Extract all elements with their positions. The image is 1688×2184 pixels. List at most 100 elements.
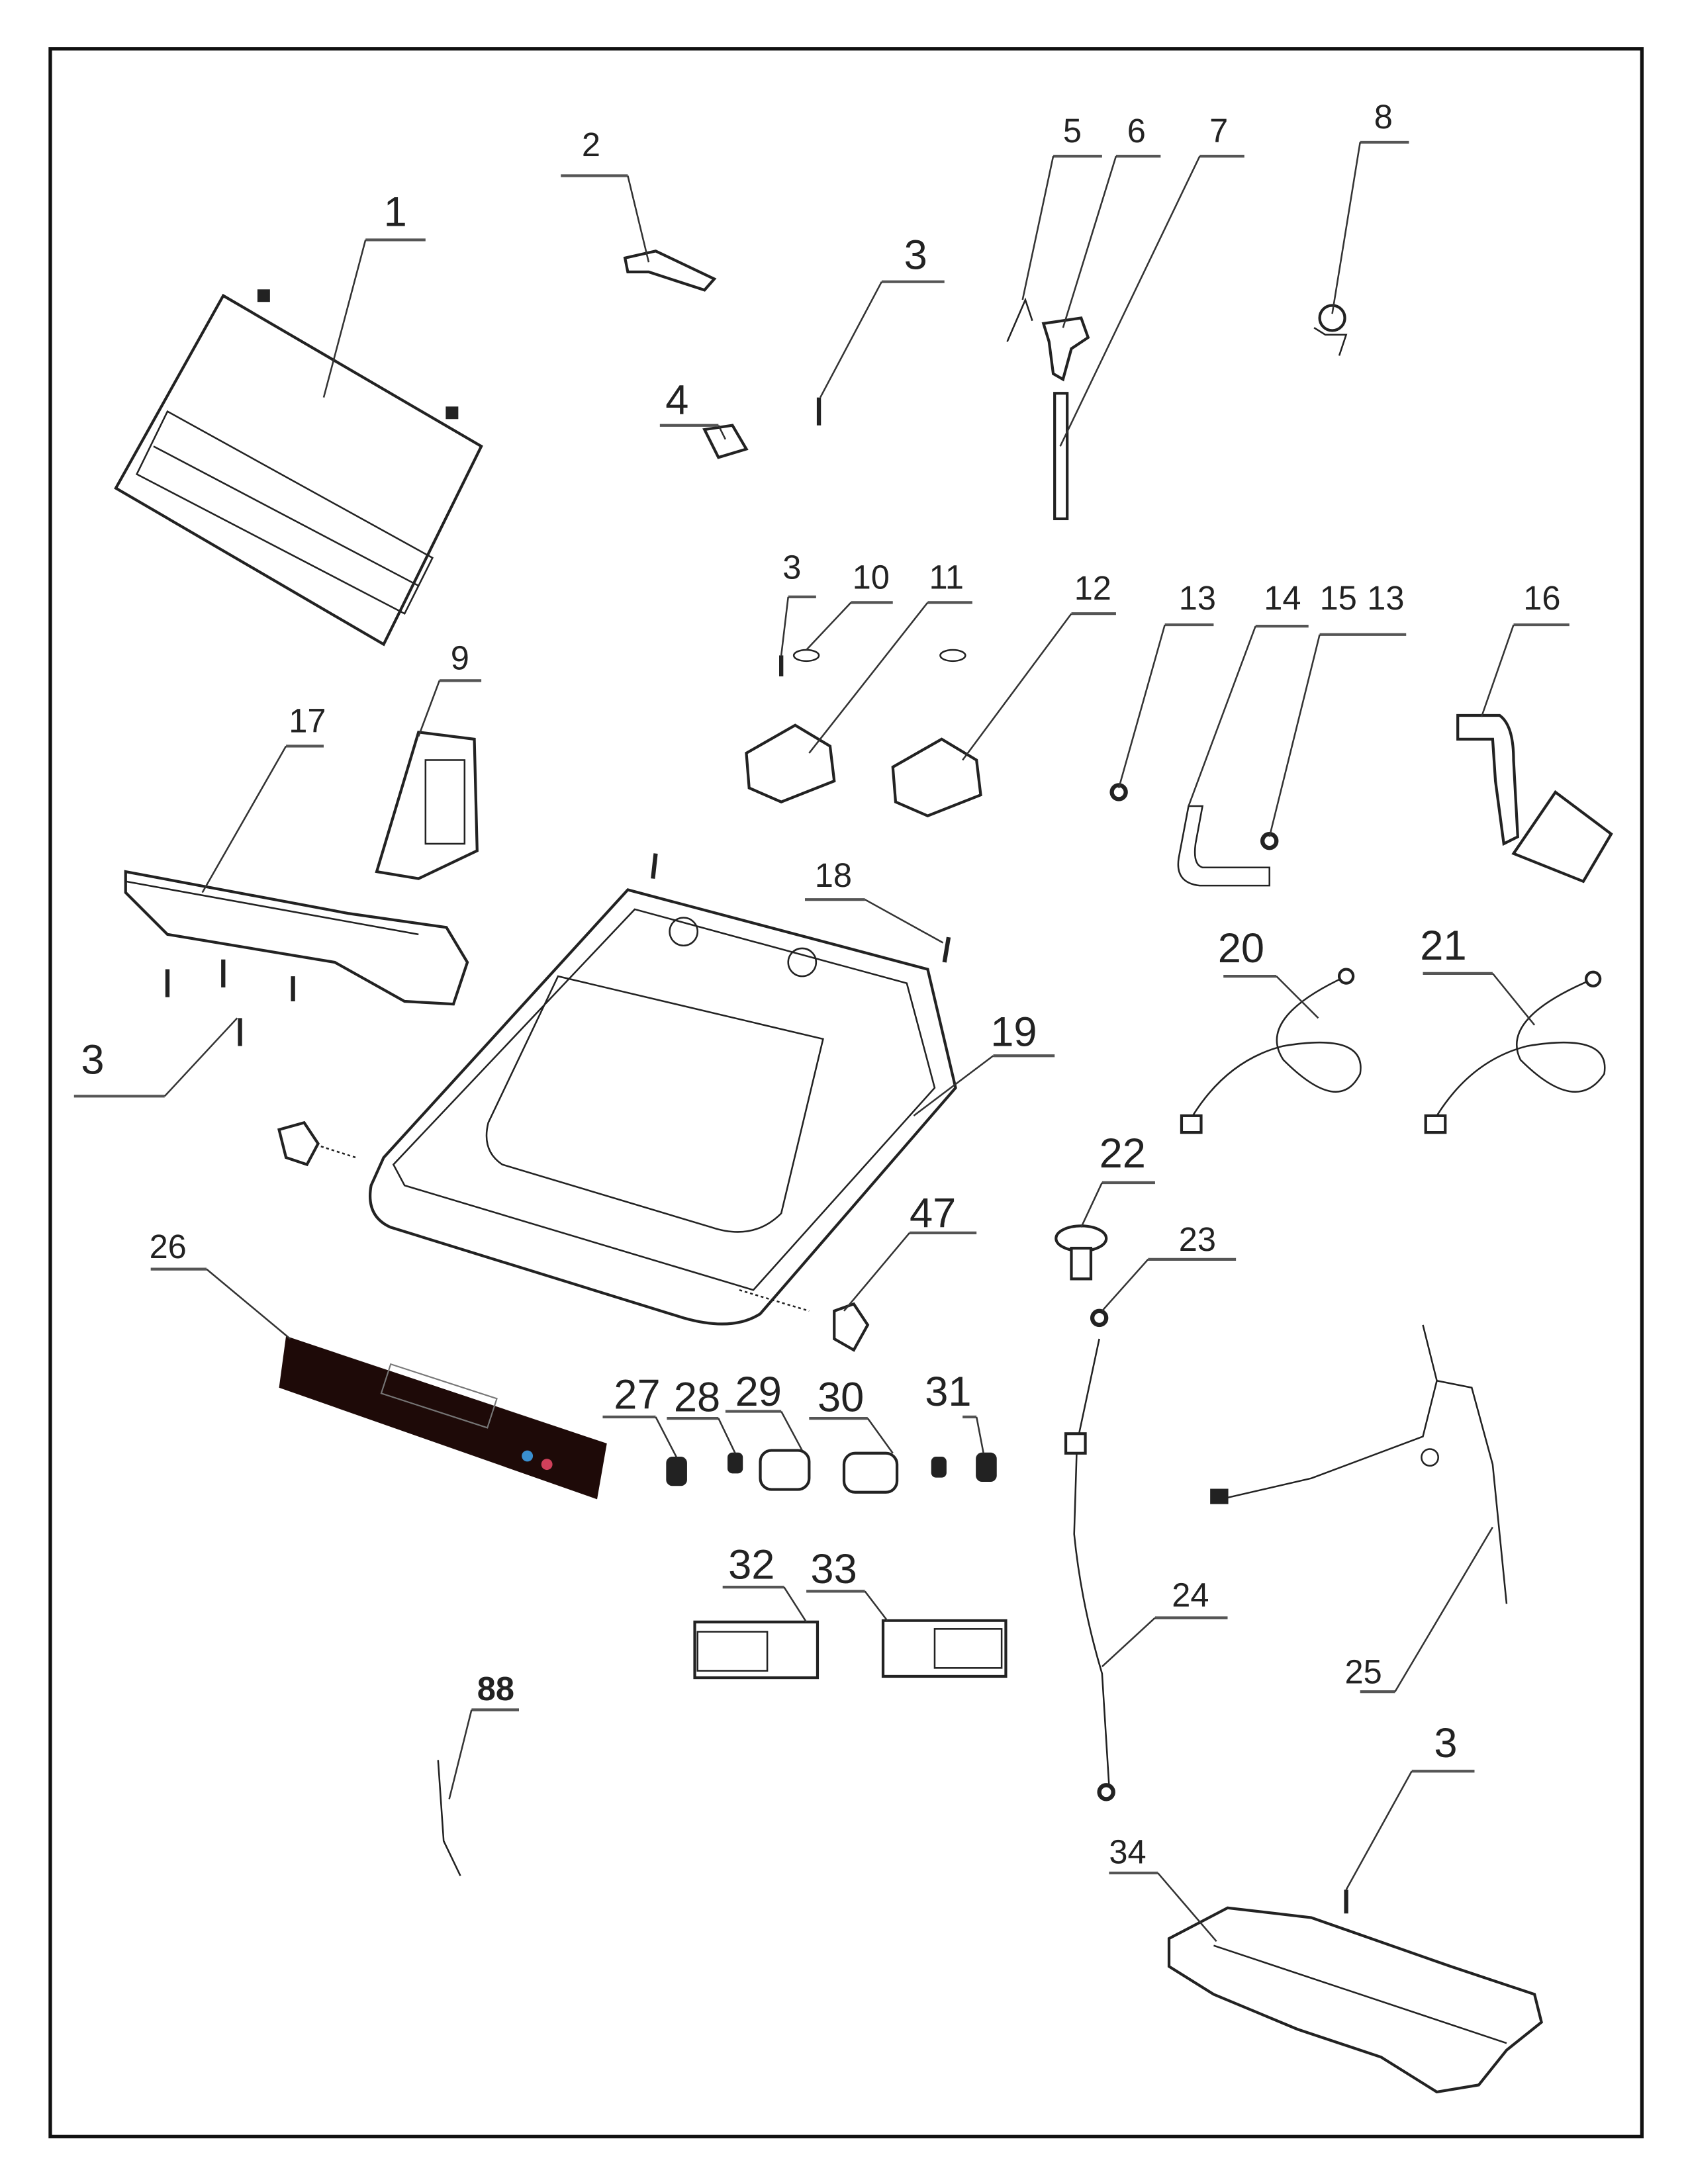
svg-text:18: 18 [815, 856, 852, 894]
callout-27: 27 [602, 1371, 678, 1458]
callout-16: 16 [1480, 579, 1570, 717]
part-2-switch [623, 250, 717, 292]
part-27-31-knob-assembly [666, 1449, 997, 1494]
svg-text:22: 22 [1100, 1130, 1146, 1177]
part-25-wire-harness [1210, 1324, 1508, 1604]
callout-28: 28 [667, 1375, 736, 1454]
callout-5: 5 [1021, 112, 1102, 300]
svg-text:17: 17 [289, 702, 326, 739]
part-34-base-plate [1167, 1906, 1544, 2094]
svg-text:3: 3 [782, 549, 801, 586]
callout-2: 2 [561, 126, 650, 263]
callout-24: 24 [1101, 1576, 1228, 1668]
svg-text:3: 3 [1434, 1720, 1457, 1766]
svg-text:16: 16 [1523, 579, 1560, 617]
part-17-control-board [124, 870, 469, 1006]
svg-text:13: 13 [1179, 579, 1216, 617]
callout-6: 6 [1062, 112, 1161, 328]
callout-88: 88 [448, 1670, 520, 1799]
callout-3-left: 3 [73, 1017, 238, 1098]
svg-text:12: 12 [1074, 569, 1111, 607]
part-24-air-tube [1064, 1338, 1115, 1801]
svg-text:29: 29 [735, 1369, 782, 1415]
callout-1: 1 [322, 189, 426, 398]
callout-32: 32 [722, 1541, 808, 1623]
svg-text:8: 8 [1374, 98, 1393, 136]
svg-text:30: 30 [818, 1375, 864, 1421]
callout-29: 29 [725, 1369, 803, 1451]
callout-11: 11 [808, 558, 972, 754]
callout-10: 10 [806, 558, 893, 651]
callout-26: 26 [150, 1228, 291, 1340]
part-13-14-15-hose-clamps [1109, 783, 1279, 887]
svg-text:32: 32 [728, 1541, 774, 1588]
svg-text:11: 11 [929, 558, 964, 596]
svg-text:15: 15 [1320, 579, 1357, 617]
part-26-control-panel [279, 1336, 607, 1500]
callout-18: 18 [804, 856, 944, 944]
diagram-border [48, 47, 1644, 2138]
callout-47: 47 [843, 1190, 977, 1312]
svg-text:3: 3 [81, 1037, 104, 1083]
svg-text:21: 21 [1420, 923, 1466, 969]
callout-4: 4 [659, 377, 727, 440]
svg-text:2: 2 [582, 126, 600, 163]
svg-text:26: 26 [150, 1228, 187, 1265]
svg-text:47: 47 [910, 1190, 956, 1236]
svg-text:3: 3 [904, 232, 927, 279]
svg-text:6: 6 [1127, 112, 1146, 150]
callout-23: 23 [1101, 1220, 1237, 1312]
part-4-bracket [702, 424, 749, 459]
callout-21: 21 [1420, 923, 1536, 1026]
part-16-drain-pump [1456, 713, 1613, 884]
part-32-33-covers [693, 1619, 1008, 1680]
svg-text:1: 1 [384, 189, 407, 235]
svg-text:24: 24 [1172, 1576, 1209, 1614]
svg-text:25: 25 [1345, 1653, 1382, 1690]
callout-8: 8 [1331, 98, 1409, 314]
svg-text:4: 4 [665, 377, 688, 424]
svg-text:14: 14 [1264, 579, 1301, 617]
callout-3-bottom: 3 [1345, 1720, 1475, 1890]
part-lid [114, 289, 483, 647]
svg-text:13: 13 [1367, 579, 1404, 617]
part-10-11-12-inlet-valves [745, 649, 982, 818]
svg-text:19: 19 [990, 1009, 1037, 1055]
part-88-rod [437, 1760, 461, 1876]
svg-text:5: 5 [1063, 112, 1082, 150]
callout-33: 33 [806, 1546, 888, 1621]
svg-text:10: 10 [853, 558, 890, 596]
part-8-spring [1313, 304, 1348, 356]
power-button-red [541, 1459, 553, 1471]
svg-text:33: 33 [810, 1546, 857, 1592]
part-47-hinge-cap [277, 1120, 870, 1352]
svg-text:7: 7 [1209, 112, 1228, 150]
svg-text:34: 34 [1109, 1833, 1146, 1870]
callout-30: 30 [809, 1375, 894, 1454]
callout-22: 22 [1080, 1130, 1155, 1228]
start-button-blue [522, 1450, 534, 1462]
callout-9: 9 [418, 639, 482, 737]
callout-25: 25 [1345, 1526, 1493, 1694]
svg-text:23: 23 [1179, 1220, 1216, 1258]
callout-14: 14 [1188, 579, 1309, 807]
callout-3-mid: 3 [780, 549, 816, 656]
callout-12: 12 [962, 569, 1116, 761]
callout-31: 31 [925, 1369, 984, 1454]
part-9-dispenser [375, 731, 479, 880]
callout-19: 19 [913, 1009, 1055, 1116]
callout-7: 7 [1059, 112, 1244, 447]
callout-13: 13 [1117, 579, 1216, 788]
callout-3-top: 3 [820, 232, 945, 398]
callout-20: 20 [1218, 925, 1319, 1019]
part-22-pressure-switch [1055, 1224, 1109, 1328]
callout-17: 17 [201, 702, 326, 893]
svg-text:9: 9 [451, 639, 469, 676]
part-screw [165, 397, 1348, 1914]
callout-34: 34 [1109, 1833, 1217, 1942]
svg-text:27: 27 [614, 1371, 660, 1418]
part-20-21-inlet-hoses [1180, 968, 1606, 1134]
